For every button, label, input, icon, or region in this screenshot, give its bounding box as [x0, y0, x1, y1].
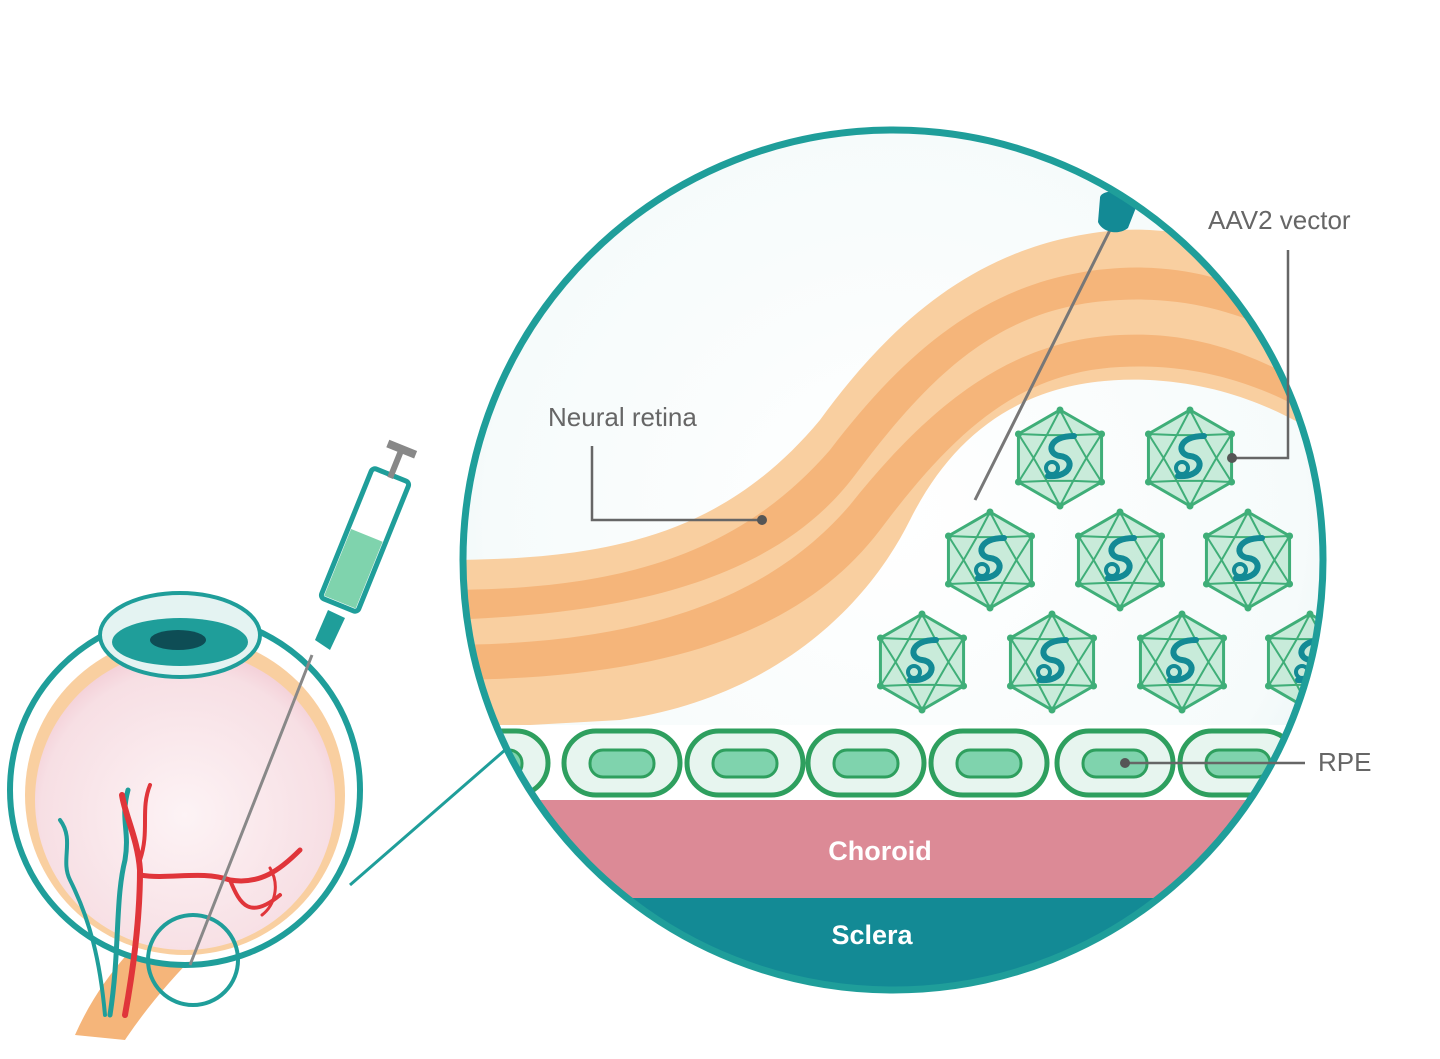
virus-capsid-icon: [1202, 508, 1294, 612]
eyeball-icon: [7, 591, 363, 1040]
magnified-view: [459, 126, 1327, 994]
label-neural-retina: Neural retina: [548, 402, 697, 432]
label-neural-retina-group: Neural retina: [548, 402, 767, 525]
aav2-vectors: [876, 406, 1323, 714]
label-rpe-group: RPE: [1120, 747, 1371, 777]
label-choroid: Choroid: [828, 836, 931, 866]
virus-capsid-icon: [1014, 406, 1106, 510]
rpe-cell: [1054, 728, 1176, 798]
rpe-cell: [561, 728, 683, 798]
injection-site-circle: [146, 913, 240, 1007]
magnified-view-border: [459, 126, 1327, 994]
virus-capsid-icon: [876, 610, 968, 714]
label-aav2-group: AAV2 vector: [1208, 205, 1351, 463]
rpe-cell: [805, 728, 927, 798]
virus-capsid-icon: [944, 508, 1036, 612]
label-rpe: RPE: [1318, 747, 1371, 777]
zoom-line: [349, 748, 506, 887]
virus-capsid-icon: [1144, 406, 1236, 510]
label-aav2-vector: AAV2 vector: [1208, 205, 1351, 235]
syringe-icon: [188, 439, 418, 966]
virus-capsid-icon: [1006, 610, 1098, 714]
virus-capsid-icon: [1074, 508, 1166, 612]
blood-vessels: [58, 783, 303, 1018]
needle: [188, 654, 314, 966]
rpe-cell: [684, 728, 806, 798]
pupil: [150, 630, 206, 650]
label-sclera: Sclera: [831, 920, 913, 950]
syringe-fluid: [324, 528, 383, 609]
virus-capsid-icon: [1136, 610, 1228, 714]
rpe-cell: [928, 728, 1050, 798]
